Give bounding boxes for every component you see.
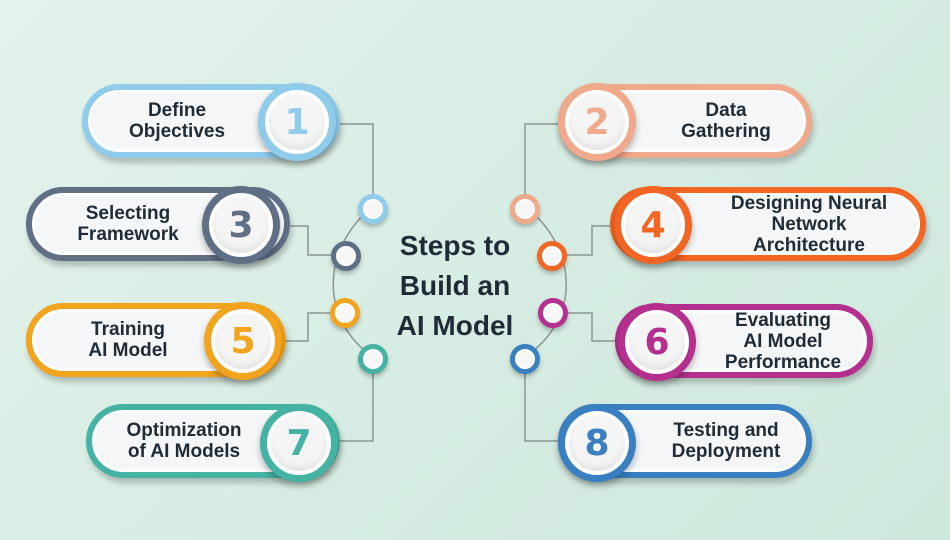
step-3-label: Selecting Framework [77, 203, 179, 245]
title-line-3: AI Model [396, 310, 514, 341]
title-line-1: Steps to [399, 230, 511, 261]
step-2-label: Data Gathering [681, 100, 771, 142]
step-5-label: Training AI Model [88, 319, 168, 361]
step-7-dot [358, 344, 388, 374]
step-1-dot [358, 194, 388, 224]
step-2-dot [510, 194, 540, 224]
step-2-number: 2 [558, 83, 636, 161]
title-line-2: Build an [399, 270, 511, 301]
step-3-number: 3 [202, 186, 280, 264]
step-3-dot [331, 241, 361, 271]
step-8-dot [510, 344, 540, 374]
step-4-number: 4 [614, 186, 692, 264]
step-1-label: Define Objectives [128, 100, 226, 142]
step-6-label: Evaluating AI Model Performance [724, 309, 842, 373]
step-5-number: 5 [204, 302, 282, 380]
step-8-number: 8 [558, 404, 636, 482]
step-4-dot [537, 241, 567, 271]
step-7-number: 7 [260, 404, 338, 482]
step-6-dot [538, 298, 568, 328]
step-4-label: Designing Neural Network Architecture [730, 192, 888, 256]
step-6-number: 6 [618, 303, 696, 381]
step-7-label: Optimization of AI Models [126, 420, 242, 462]
step-8-label: Testing and Deployment [671, 420, 781, 462]
diagram-title: Steps to Build an AI Model [372, 226, 538, 346]
step-5-dot [330, 298, 360, 328]
step-1-number: 1 [258, 83, 336, 161]
